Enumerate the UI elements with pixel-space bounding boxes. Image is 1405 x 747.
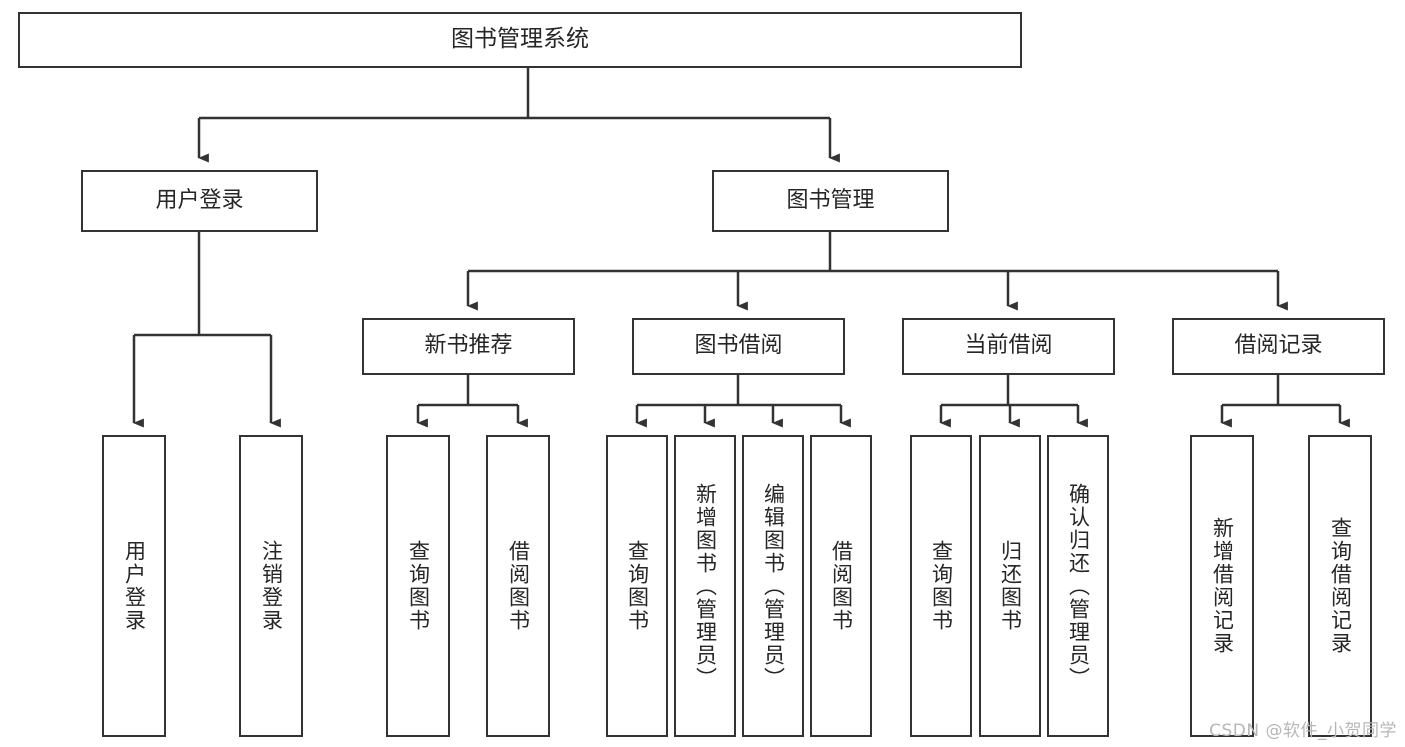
node-label: 查询借阅记录 [1328, 517, 1353, 655]
node-label: 图书管理 [786, 187, 875, 213]
leaf-current-borrow-confirm-return-admin[interactable]: 确认归还（管理员） [1047, 435, 1109, 737]
leaf-user-login-login[interactable]: 用户登录 [102, 435, 166, 737]
node-root-book-management-system[interactable]: 图书管理系统 [18, 12, 1022, 68]
node-label: 借阅图书 [506, 540, 531, 632]
leaf-user-login-logout[interactable]: 注销登录 [239, 435, 303, 737]
node-book-borrow[interactable]: 图书借阅 [632, 318, 845, 375]
node-label: 编辑图书（管理员） [761, 482, 786, 690]
node-label: 归还图书 [998, 540, 1023, 632]
node-label: 新书推荐 [424, 333, 513, 359]
node-label: 用户登录 [122, 540, 147, 632]
node-borrow-record[interactable]: 借阅记录 [1172, 318, 1385, 375]
node-book-management[interactable]: 图书管理 [712, 170, 949, 232]
node-label: 查询图书 [929, 540, 954, 632]
node-label: 查询图书 [625, 540, 650, 632]
leaf-book-borrow-query-book[interactable]: 查询图书 [606, 435, 668, 737]
node-label: 图书借阅 [694, 333, 783, 359]
leaf-borrow-record-add-record[interactable]: 新增借阅记录 [1190, 435, 1254, 737]
node-label: 当前借阅 [964, 333, 1053, 359]
leaf-current-borrow-query-book[interactable]: 查询图书 [910, 435, 972, 737]
node-label: 用户登录 [155, 187, 244, 213]
node-label: 借阅记录 [1234, 333, 1323, 359]
leaf-new-book-borrow-book[interactable]: 借阅图书 [486, 435, 550, 737]
node-label: 图书管理系统 [451, 26, 589, 53]
leaf-book-borrow-add-book-admin[interactable]: 新增图书（管理员） [674, 435, 736, 737]
node-label: 新增图书（管理员） [693, 482, 718, 690]
node-label: 确认归还（管理员） [1066, 482, 1091, 690]
leaf-borrow-record-query-record[interactable]: 查询借阅记录 [1308, 435, 1372, 737]
node-current-borrow[interactable]: 当前借阅 [902, 318, 1115, 375]
node-label: 新增借阅记录 [1210, 517, 1235, 655]
node-new-book-recommend[interactable]: 新书推荐 [362, 318, 575, 375]
leaf-book-borrow-edit-book-admin[interactable]: 编辑图书（管理员） [742, 435, 804, 737]
leaf-book-borrow-borrow-book[interactable]: 借阅图书 [810, 435, 872, 737]
node-label: 查询图书 [406, 540, 431, 632]
node-label: 借阅图书 [829, 540, 854, 632]
leaf-current-borrow-return-book[interactable]: 归还图书 [979, 435, 1041, 737]
watermark: CSDN @软件_小贺同学 [1209, 721, 1397, 741]
node-label: 注销登录 [259, 540, 284, 632]
leaf-new-book-query-book[interactable]: 查询图书 [386, 435, 450, 737]
node-user-login[interactable]: 用户登录 [81, 170, 318, 232]
